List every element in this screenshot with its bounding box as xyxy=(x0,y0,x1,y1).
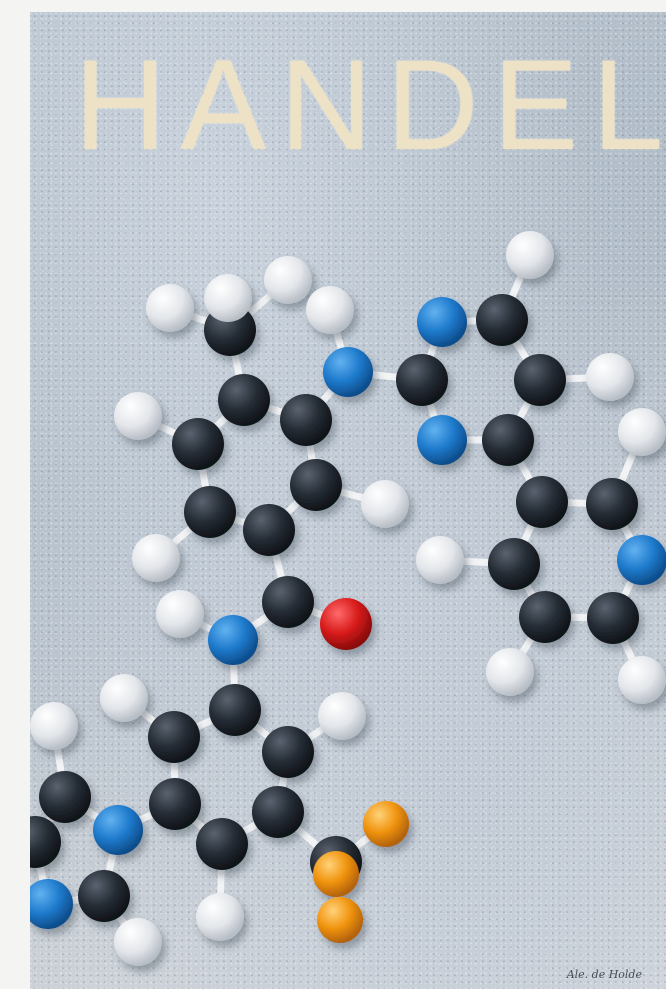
nitrogen-atom xyxy=(208,615,258,665)
carbon-atom xyxy=(39,771,91,823)
hydrogen-atom xyxy=(486,648,534,696)
phosphorus-atom xyxy=(317,897,363,943)
carbon-atom xyxy=(396,354,448,406)
carbon-atom xyxy=(78,870,130,922)
hydrogen-atom xyxy=(132,534,180,582)
hydrogen-atom xyxy=(318,692,366,740)
carbon-atom xyxy=(290,459,342,511)
carbon-atom xyxy=(148,711,200,763)
phosphorus-atom xyxy=(313,851,359,897)
carbon-atom xyxy=(218,374,270,426)
hydrogen-atom xyxy=(114,392,162,440)
phosphorus-atom xyxy=(363,801,409,847)
carbon-atom xyxy=(519,591,571,643)
hydrogen-atom xyxy=(416,536,464,584)
carbon-atom xyxy=(482,414,534,466)
hydrogen-atom xyxy=(618,408,666,456)
hydrogen-atom xyxy=(196,893,244,941)
nitrogen-atom xyxy=(417,415,467,465)
nitrogen-atom xyxy=(93,805,143,855)
hydrogen-atom xyxy=(506,231,554,279)
carbon-atom xyxy=(587,592,639,644)
nitrogen-atom xyxy=(617,535,666,585)
poster-headline: HANDELN xyxy=(74,34,666,177)
carbon-atom xyxy=(262,726,314,778)
carbon-atom xyxy=(514,354,566,406)
nitrogen-atom xyxy=(323,347,373,397)
carbon-atom xyxy=(30,816,61,868)
carbon-atom xyxy=(252,786,304,838)
hydrogen-atom xyxy=(146,284,194,332)
carbon-atom xyxy=(209,684,261,736)
carbon-atom xyxy=(586,478,638,530)
molecule-atoms xyxy=(30,231,666,966)
molecule-model xyxy=(30,231,666,966)
carbon-atom xyxy=(262,576,314,628)
carbon-atom xyxy=(243,504,295,556)
hydrogen-atom xyxy=(264,256,312,304)
hydrogen-atom xyxy=(204,274,252,322)
hydrogen-atom xyxy=(100,674,148,722)
carbon-atom xyxy=(149,778,201,830)
hydrogen-atom xyxy=(114,918,162,966)
hydrogen-atom xyxy=(586,353,634,401)
nitrogen-atom xyxy=(417,297,467,347)
carbon-atom xyxy=(184,486,236,538)
poster-artwork: HANDELN xyxy=(30,12,666,989)
carbon-atom xyxy=(196,818,248,870)
hydrogen-atom xyxy=(618,656,666,704)
carbon-atom xyxy=(516,476,568,528)
nitrogen-atom xyxy=(30,879,73,929)
oxygen-atom xyxy=(320,598,372,650)
carbon-atom xyxy=(172,418,224,470)
hydrogen-atom xyxy=(306,286,354,334)
hydrogen-atom xyxy=(361,480,409,528)
carbon-atom xyxy=(488,538,540,590)
artist-signature: Ale. de Holde xyxy=(566,968,642,981)
hydrogen-atom xyxy=(156,590,204,638)
hydrogen-atom xyxy=(30,702,78,750)
carbon-atom xyxy=(476,294,528,346)
carbon-atom xyxy=(280,394,332,446)
